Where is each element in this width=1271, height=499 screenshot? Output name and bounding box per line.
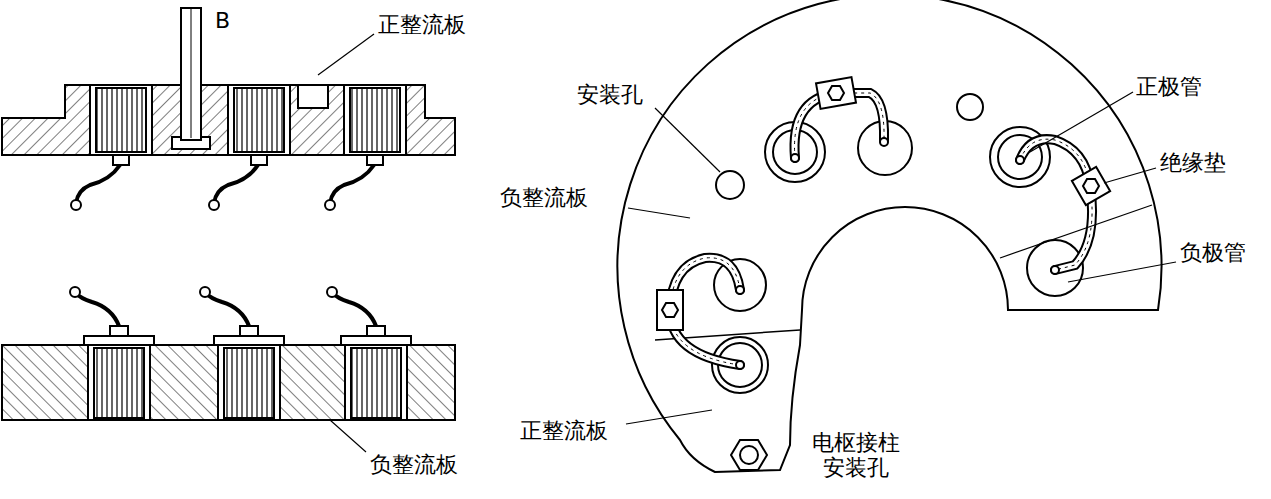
part-label: 正整流板 [378, 12, 466, 37]
terminal-label: B [215, 8, 230, 33]
part-label: 正极管 [1136, 74, 1202, 99]
part-label: 电枢接柱 安装孔 [808, 430, 903, 481]
part-label: 绝缘垫 [1160, 150, 1226, 175]
part-label: 安装孔 [577, 82, 643, 107]
part-label: 正整流板 [520, 418, 608, 443]
part-label: 负整流板 [500, 185, 588, 210]
part-label: 负整流板 [370, 452, 458, 477]
part-label: 负极管 [1180, 240, 1246, 265]
